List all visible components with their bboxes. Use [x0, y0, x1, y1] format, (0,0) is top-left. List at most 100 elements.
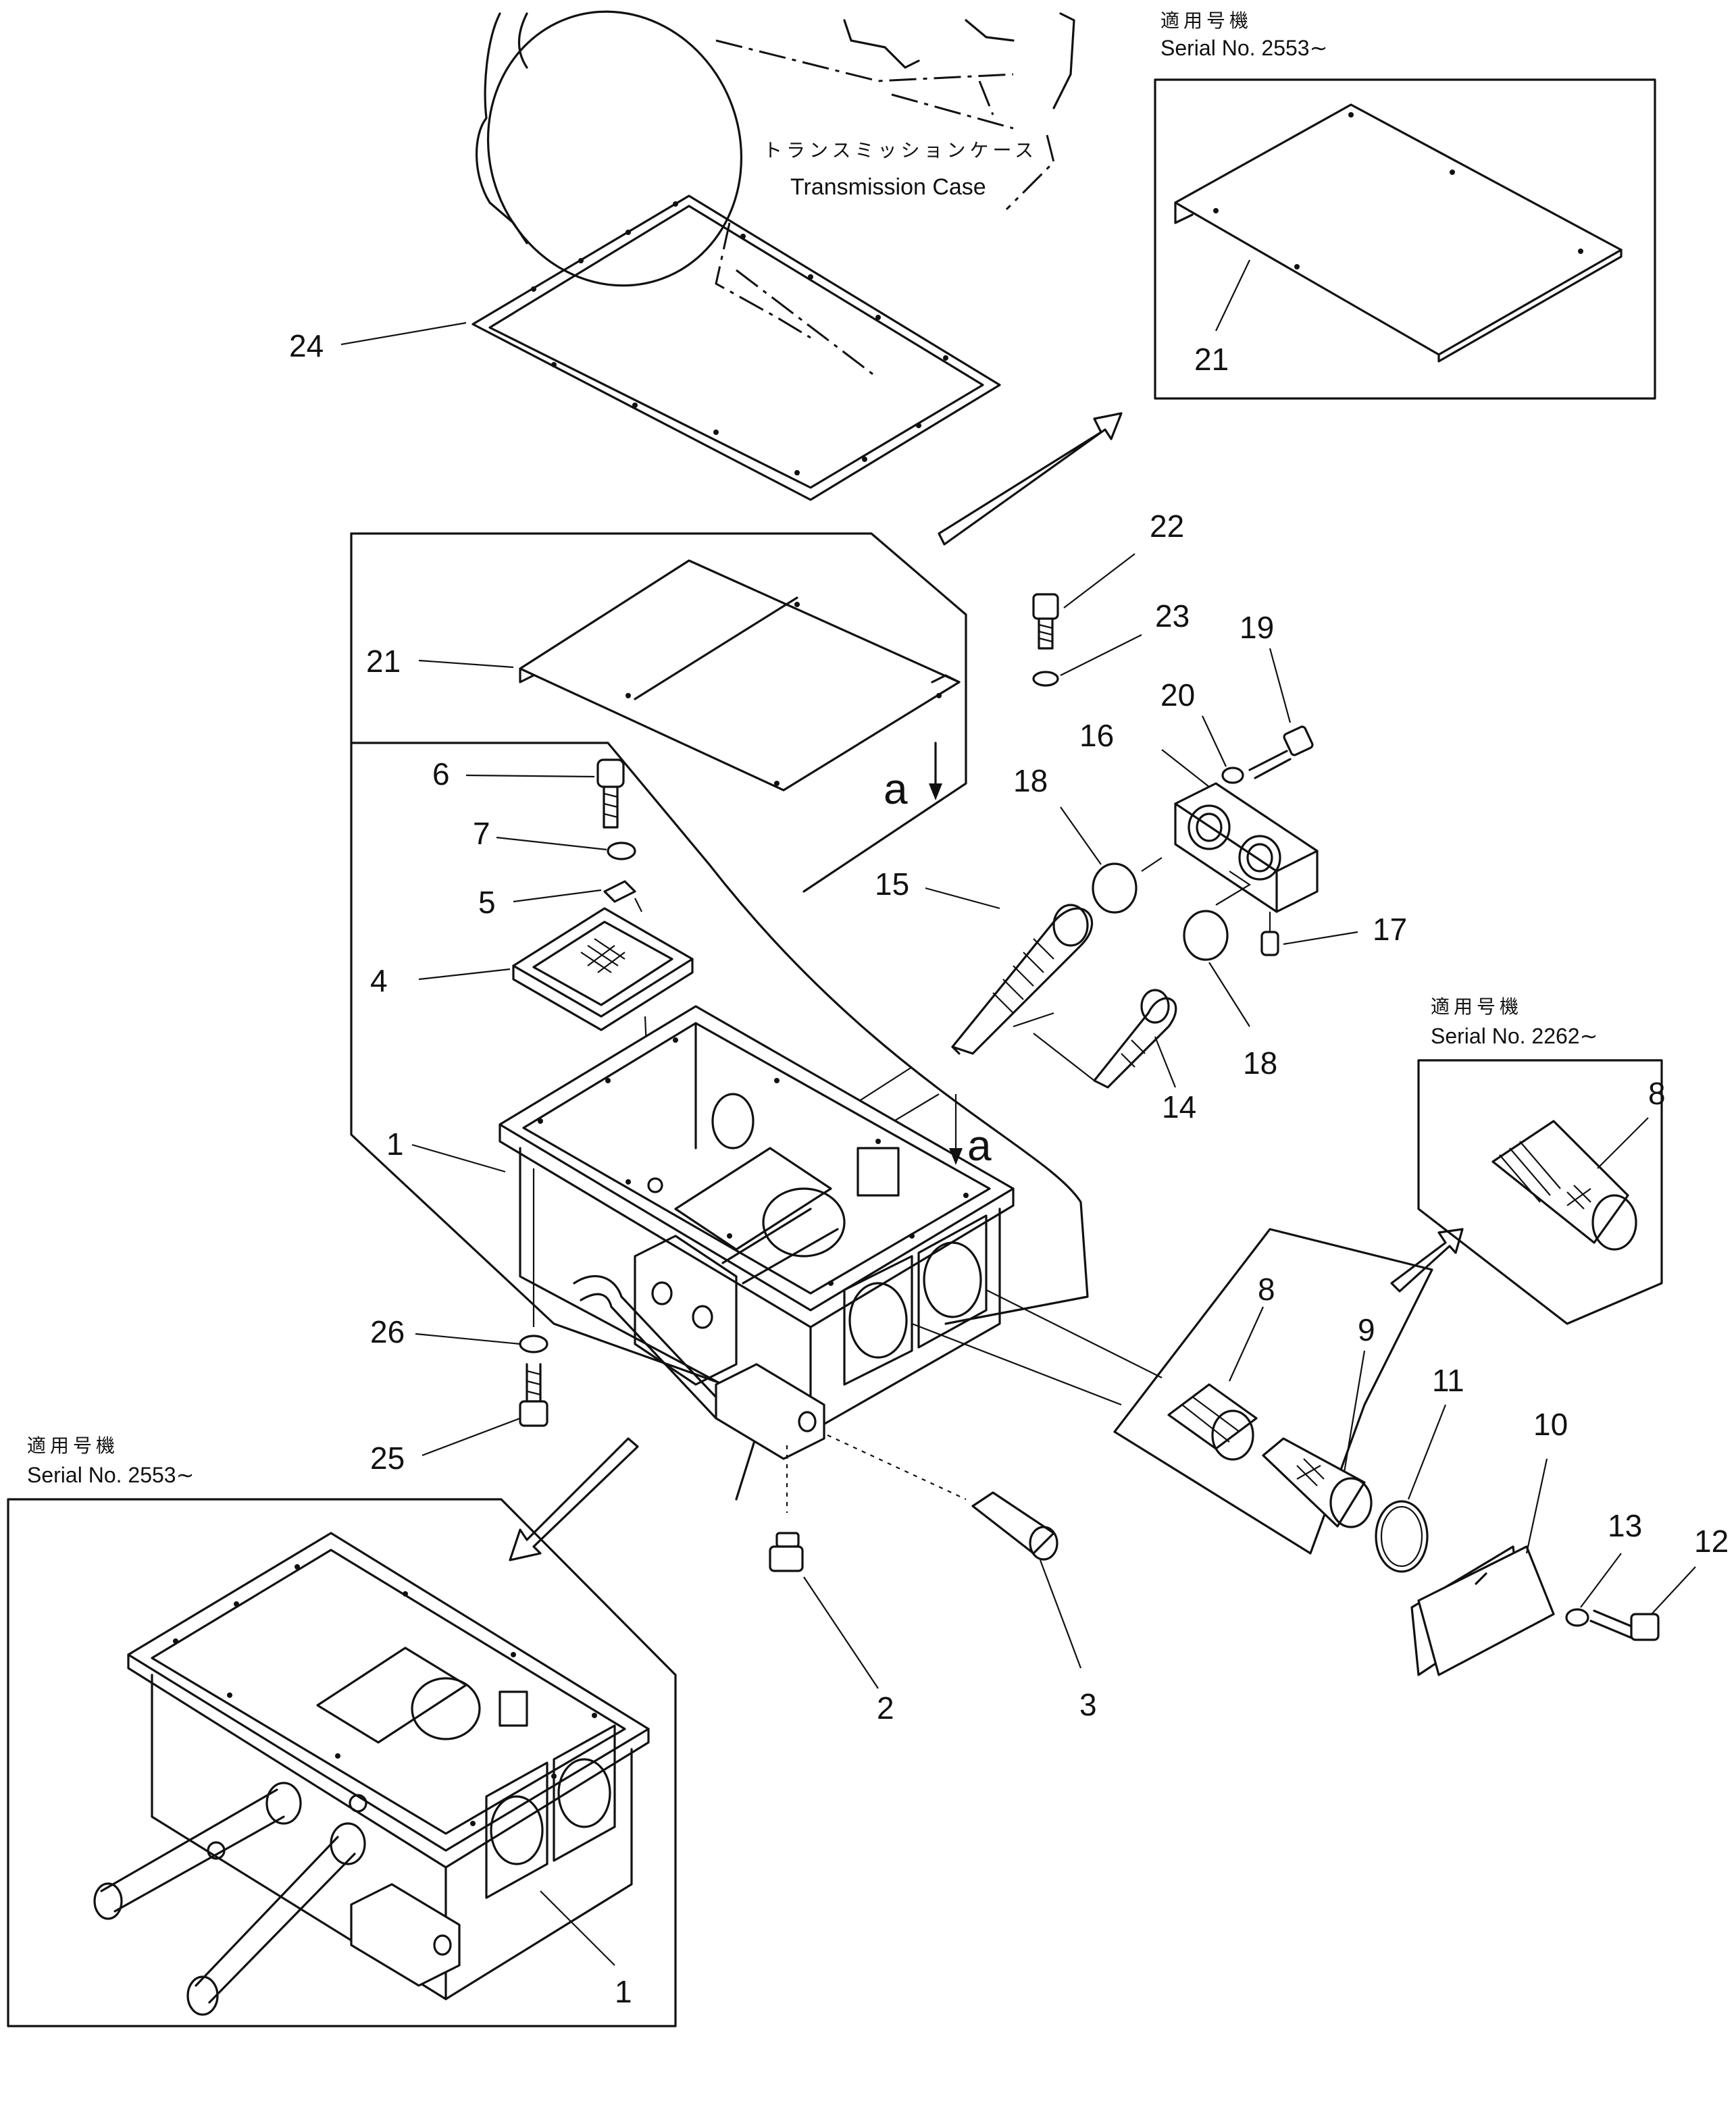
callout-19: 19	[1240, 610, 1274, 645]
transmission-case	[476, 10, 1075, 380]
washer-26	[519, 1335, 548, 1353]
tab-5	[603, 880, 636, 903]
leader-18-lower	[1208, 962, 1250, 1027]
arrow-to-inset-bottom	[509, 1437, 639, 1561]
leader-14	[1154, 1036, 1177, 1088]
leader-22	[1063, 553, 1135, 609]
view-letter-lower: a	[967, 1121, 992, 1170]
cover-21	[519, 559, 961, 792]
leader-4	[418, 968, 511, 981]
callout-21-inset: 21	[1194, 342, 1229, 377]
leader-18-upper	[1060, 806, 1102, 865]
transmission-case-jp-label: トランスミッションケース	[763, 140, 1038, 161]
callout-10: 10	[1533, 1407, 1568, 1442]
callout-26: 26	[370, 1314, 405, 1349]
callout-20: 20	[1160, 677, 1195, 713]
leader-11	[1407, 1404, 1447, 1500]
leader-15	[925, 887, 1000, 910]
bolt-6	[596, 758, 625, 829]
callout-17: 17	[1373, 912, 1407, 947]
inset-1-applicable-label: 適用号機	[1160, 10, 1252, 31]
washer-13	[1565, 1608, 1589, 1627]
callout-2: 2	[877, 1690, 894, 1726]
leader-21	[418, 659, 514, 669]
callout-16: 16	[1079, 718, 1114, 753]
o-ring-18-upper	[1092, 862, 1138, 914]
section-outlines	[350, 532, 1089, 1501]
leader-12	[1651, 1566, 1696, 1615]
inset-cover-serial-2553	[1154, 78, 1656, 400]
arrow-to-inset-top	[938, 412, 1123, 546]
leader-9	[1343, 1350, 1366, 1473]
valve-14	[1093, 989, 1177, 1089]
callout-18-lower: 18	[1243, 1045, 1277, 1081]
callout-7: 7	[473, 816, 490, 851]
leader-1-inset	[540, 1890, 615, 1966]
callout-18-upper: 18	[1013, 763, 1048, 798]
callout-21: 21	[366, 644, 401, 679]
callout-24: 24	[289, 328, 324, 363]
inset-3-serial-label: Serial No. 2553∼	[27, 1463, 194, 1487]
bolt-25	[519, 1363, 548, 1427]
callout-9: 9	[1358, 1312, 1375, 1347]
inset-strainer-serial-2262	[1417, 1059, 1663, 1325]
inset-oil-pan-serial-2553	[7, 1498, 677, 2027]
leader-7	[496, 836, 607, 851]
bolt-12	[1589, 1609, 1660, 1641]
callout-6: 6	[432, 756, 450, 792]
strainer-element-9	[1262, 1437, 1373, 1528]
leader-23	[1060, 634, 1142, 676]
o-ring-11	[1375, 1500, 1429, 1573]
leader-21-inset	[1215, 259, 1250, 332]
washer-7	[607, 842, 636, 860]
leader-8-inset	[1597, 1117, 1649, 1169]
leader-13	[1580, 1553, 1622, 1608]
callout-15: 15	[875, 866, 909, 902]
callout-23: 23	[1155, 598, 1190, 633]
callout-12: 12	[1694, 1524, 1729, 1559]
washer-23	[1032, 671, 1059, 687]
leader-19	[1269, 648, 1292, 723]
callout-4: 4	[370, 963, 388, 998]
leader-24	[340, 321, 467, 346]
leader-2	[803, 1576, 879, 1689]
oil-pan-1	[499, 1005, 1015, 1460]
leader-1	[411, 1143, 506, 1173]
callout-14: 14	[1162, 1089, 1196, 1124]
leader-3	[1039, 1559, 1082, 1669]
plug-17	[1260, 912, 1279, 956]
fitting-3	[827, 1434, 1058, 1561]
callout-25: 25	[370, 1441, 405, 1476]
callout-13: 13	[1608, 1508, 1642, 1543]
callout-1: 1	[386, 1127, 404, 1162]
plate-16	[1174, 782, 1319, 913]
inset-3-applicable-label: 適用号機	[27, 1435, 119, 1456]
leader-20	[1202, 715, 1227, 767]
strainer-group-outline	[1113, 1228, 1433, 1555]
leader-25	[422, 1417, 521, 1457]
leader-17	[1283, 931, 1358, 946]
valve-15	[951, 904, 1094, 1055]
o-ring-18-lower	[1183, 910, 1229, 961]
washer-20	[1221, 767, 1244, 784]
inset-1-serial-label: Serial No. 2553∼	[1160, 36, 1327, 60]
inset-2-serial-label: Serial No. 2262∼	[1431, 1024, 1598, 1048]
bolt-19	[1248, 725, 1314, 779]
leader-6	[465, 774, 595, 778]
leader-10	[1525, 1458, 1548, 1554]
strainer-8	[1167, 1383, 1258, 1461]
callout-5: 5	[478, 885, 496, 920]
leader-16	[1161, 749, 1210, 787]
gasket-24	[471, 195, 1001, 501]
callout-11: 11	[1432, 1363, 1464, 1398]
transmission-case-en-label: Transmission Case	[790, 174, 986, 200]
cover-10	[1410, 1545, 1555, 1676]
callout-8: 8	[1258, 1272, 1275, 1307]
leader-26	[415, 1332, 521, 1345]
leader-5	[513, 889, 602, 903]
callout-1-inset: 1	[615, 1974, 632, 2009]
view-letter-upper: a	[884, 765, 908, 813]
callout-22: 22	[1150, 509, 1184, 544]
callout-8-inset: 8	[1648, 1076, 1666, 1111]
